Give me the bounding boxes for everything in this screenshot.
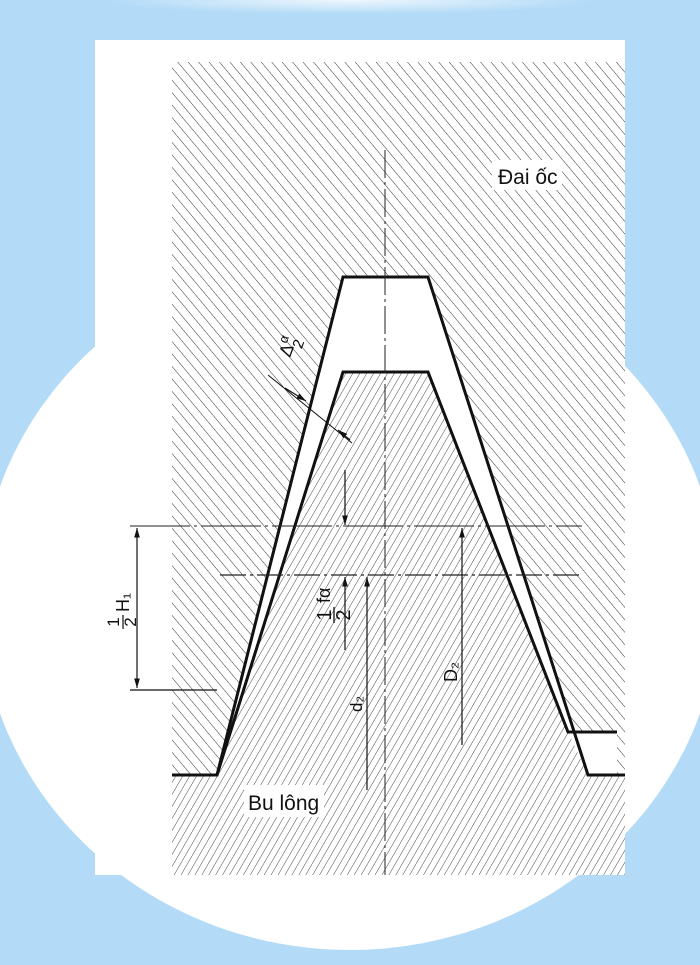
nut-label: Đai ốc	[498, 166, 558, 189]
D2-label: D₂	[441, 662, 461, 682]
svg-text:1: 1	[104, 617, 123, 626]
svg-text:2: 2	[121, 617, 140, 626]
nut-section	[172, 62, 625, 775]
bolt-label: Bu lông	[248, 792, 319, 815]
d2-label: d₂	[347, 696, 366, 712]
bolt-profile	[215, 370, 617, 776]
svg-text:fα: fα	[314, 588, 334, 603]
svg-text:1: 1	[314, 609, 336, 620]
bolt-section	[172, 372, 625, 875]
half-f-alpha-label: 1 2 fα	[314, 588, 355, 623]
half-h1-label: 1 2 H₁	[104, 593, 140, 629]
svg-text:H₁: H₁	[113, 593, 133, 612]
svg-text:2: 2	[333, 609, 355, 620]
